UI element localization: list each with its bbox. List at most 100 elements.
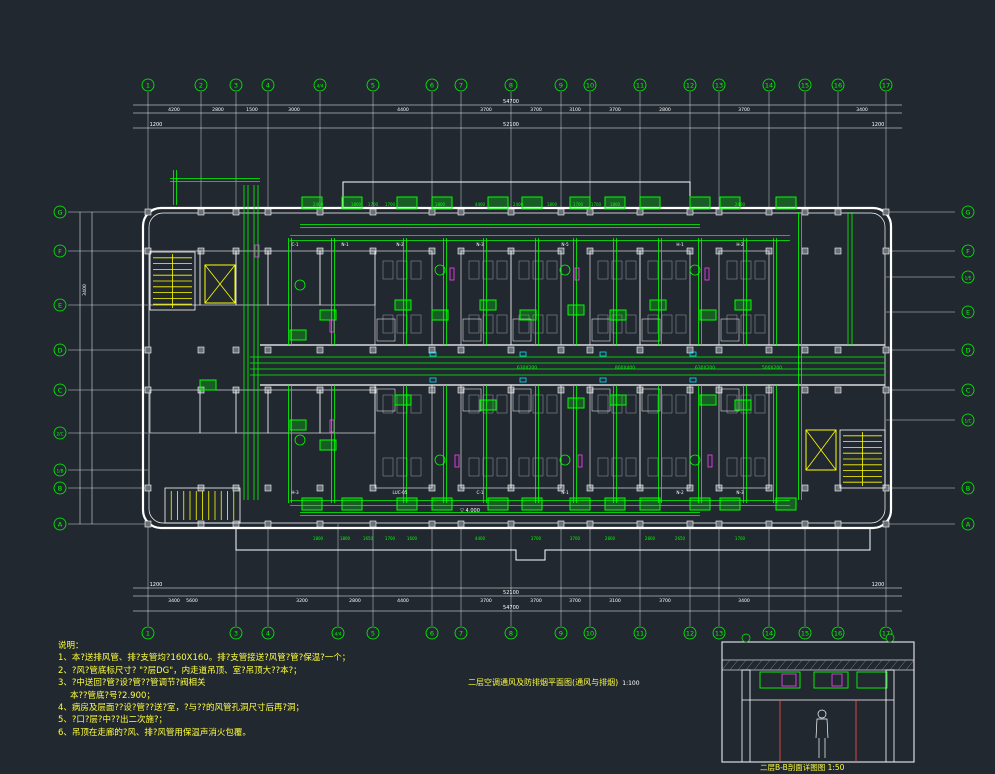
- axis-bubble-top: 13: [715, 81, 723, 89]
- ward-room: [639, 384, 691, 489]
- fire-damper: [577, 454, 583, 468]
- axis-bubble-top: 10: [586, 81, 594, 89]
- structural-column: [316, 520, 324, 528]
- air-diffuser: [569, 196, 591, 210]
- bed: [661, 260, 673, 280]
- axis-bubble-bottom-circle: [633, 626, 647, 640]
- bed: [661, 394, 673, 414]
- dim-total-bottom: 54700: [503, 605, 519, 611]
- axis-bubble-top-circle: [454, 78, 468, 92]
- service-room: [319, 250, 376, 306]
- bed: [532, 457, 544, 477]
- slab-hatch: [897, 659, 907, 671]
- structural-column: [882, 520, 890, 528]
- slab-hatch: [785, 659, 795, 671]
- bed: [382, 394, 394, 414]
- bed: [468, 260, 480, 280]
- structural-column: [369, 346, 377, 354]
- structural-column: [232, 520, 240, 528]
- bed: [625, 314, 637, 334]
- elevator-cross: [805, 429, 837, 471]
- structural-column: [232, 208, 240, 216]
- air-diffuser: [431, 309, 449, 321]
- bed: [396, 457, 408, 477]
- dim-bottom-segment: 5600: [186, 598, 198, 604]
- bed: [382, 260, 394, 280]
- bed: [410, 314, 422, 334]
- structural-column: [834, 247, 842, 255]
- ward-room: [510, 250, 562, 346]
- air-diffuser: [775, 196, 797, 210]
- structural-column: [834, 208, 842, 216]
- axis-bubble-left-circle: [53, 298, 67, 312]
- air-diffuser: [289, 329, 307, 341]
- dim-top-segment: 4200: [168, 107, 180, 113]
- dimension-layer: [68, 92, 955, 626]
- bed: [625, 260, 637, 280]
- bed: [532, 260, 544, 280]
- axis-bubble-bottom: 1: [146, 629, 150, 637]
- axis-bubble-bottom-circle: [583, 626, 597, 640]
- dim-top-segment: 2800: [212, 107, 224, 113]
- ward-room: [510, 384, 562, 489]
- axis-bubble-right: A: [966, 520, 971, 528]
- toilet-room: [720, 318, 740, 342]
- upper-run-label: 1800: [610, 202, 621, 207]
- air-diffuser: [199, 379, 217, 391]
- exterior-wall: [141, 206, 893, 530]
- dim-top-segment: 2800: [659, 107, 671, 113]
- toilet-room: [462, 318, 482, 342]
- volume-damper: [429, 351, 437, 357]
- structural-column: [882, 247, 890, 255]
- structural-column: [715, 208, 723, 216]
- ward-room: [460, 250, 512, 346]
- lower-run-label: 1600: [407, 536, 418, 541]
- structural-column: [316, 208, 324, 216]
- structural-column: [715, 346, 723, 354]
- service-room: [319, 389, 376, 434]
- structural-column: [507, 346, 515, 354]
- dim-top-segment: 3700: [609, 107, 621, 113]
- upper-run-label: 1800: [547, 202, 558, 207]
- structural-column: [801, 484, 809, 492]
- bed: [740, 457, 752, 477]
- air-diffuser: [301, 196, 323, 210]
- upper-run-label: 1800: [435, 202, 446, 207]
- bed: [468, 457, 480, 477]
- bed: [468, 314, 480, 334]
- air-diffuser: [689, 196, 711, 210]
- bed: [496, 314, 508, 334]
- dim-bottom-segment: 3400: [738, 598, 750, 604]
- room-code-label: C-1: [476, 490, 483, 495]
- axis-bubble-left: B: [58, 484, 62, 492]
- slab-hatch: [753, 659, 763, 671]
- axis-bubble-right-circle: [961, 343, 975, 357]
- axis-bubble-top-circle: [425, 78, 439, 92]
- room-partition-layer: [149, 250, 886, 524]
- structural-column: [507, 520, 515, 528]
- axis-bubble-right-circle: [961, 205, 975, 219]
- upper-run-label: 1700: [591, 202, 602, 207]
- bed: [496, 260, 508, 280]
- toilet-room: [591, 318, 611, 342]
- lower-run-label: 1700: [385, 536, 396, 541]
- elevation-mark: ▽ 4.000: [460, 508, 480, 514]
- section-wall-left: [741, 669, 751, 763]
- slab-hatch: [841, 659, 851, 671]
- bed: [546, 394, 558, 414]
- axis-bubble-top: 1: [146, 81, 150, 89]
- axis-bubble-top: 7: [459, 81, 463, 89]
- axis-bubble-right-circle: [961, 244, 975, 258]
- axis-bubble-top-circle: [712, 78, 726, 92]
- exhaust-fan: [294, 279, 306, 291]
- air-diffuser: [567, 304, 585, 316]
- room-code-label: H-1: [676, 242, 684, 247]
- bed: [410, 394, 422, 414]
- structural-column: [586, 346, 594, 354]
- elevator-shaft: [204, 264, 236, 304]
- structural-column: [197, 346, 205, 354]
- axis-bubble-left: D: [57, 346, 62, 354]
- axis-bubble-top-circle: [762, 78, 776, 92]
- bed: [647, 314, 659, 334]
- axis-bubble-left-circle: [53, 205, 67, 219]
